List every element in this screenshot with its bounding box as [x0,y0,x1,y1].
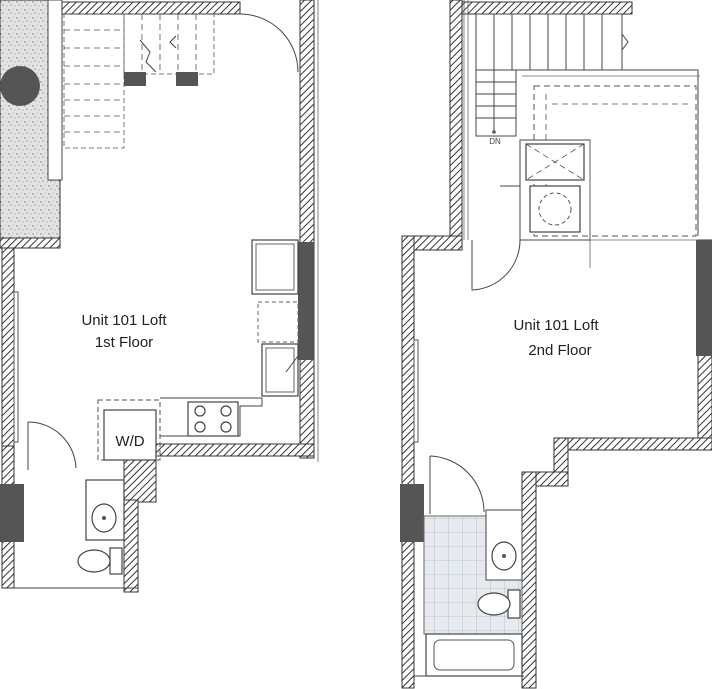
kitchen-sink [261,343,299,397]
refrigerator [251,239,299,295]
stairs-first [63,13,215,149]
window-right-second [696,240,712,356]
window-left-first [0,484,24,542]
toilet-second [477,592,511,616]
bedroom-door-swing [471,239,521,291]
left-wall-second [401,235,415,689]
stairs-second: DN [475,13,629,146]
bath-door-swing-second [429,455,485,513]
entry-door-swing [239,13,299,73]
water-heater [529,185,581,233]
column-circle [0,66,40,106]
floor-label-first: 1st Floor [95,334,153,351]
stair-direction-label: DN [489,137,501,146]
floor-label-second: 2nd Floor [528,342,591,359]
toilet-first [77,549,111,573]
washer-dryer-label: W/D [115,433,144,450]
top-wall-second [451,1,633,15]
stove [187,401,239,437]
unit-name-second: Unit 101 Loft [513,317,599,334]
kitchen-cabinet [257,301,299,343]
top-wall-first [61,1,241,15]
window-left-second [400,484,424,542]
first-floor-plan: W/D Unit 101 Loft 1st Floor [0,0,319,593]
window-right-first [298,242,314,360]
left-wall-first [1,245,15,447]
unit-name-first: Unit 101 Loft [81,312,167,329]
washer-dryer [103,409,157,461]
second-floor-plan: DN Unit 101 Loft 2nd Floor [400,0,712,689]
bath-door-swing-first [27,421,77,469]
bathtub [425,633,523,677]
right-wall-first [299,0,315,459]
